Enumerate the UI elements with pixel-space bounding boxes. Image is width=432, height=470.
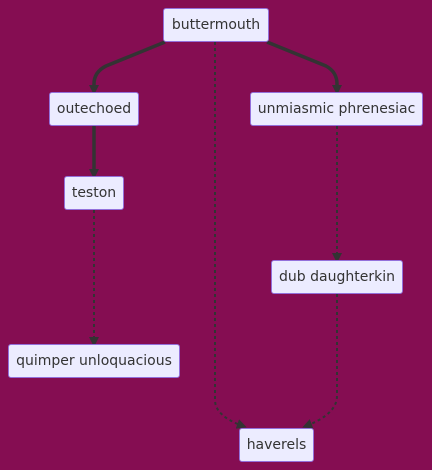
node-teston: teston [64, 176, 124, 210]
node-haverels: haverels [239, 428, 314, 462]
edge-buttermouth-to-outechoed [89, 40, 166, 95]
node-buttermouth: buttermouth [163, 8, 269, 42]
edge-dub-daughterkin-to-haverels [302, 294, 338, 429]
node-dub-daughterkin: dub daughterkin [271, 260, 403, 294]
node-quimper-unloquacious: quimper unloquacious [8, 344, 180, 378]
node-outechoed: outechoed [49, 92, 139, 126]
edge-buttermouth-to-unmiasmic-phrenesiac [266, 40, 342, 95]
edge-buttermouth-to-haverels [214, 42, 247, 429]
node-unmiasmic-phrenesiac: unmiasmic phrenesiac [250, 92, 423, 126]
